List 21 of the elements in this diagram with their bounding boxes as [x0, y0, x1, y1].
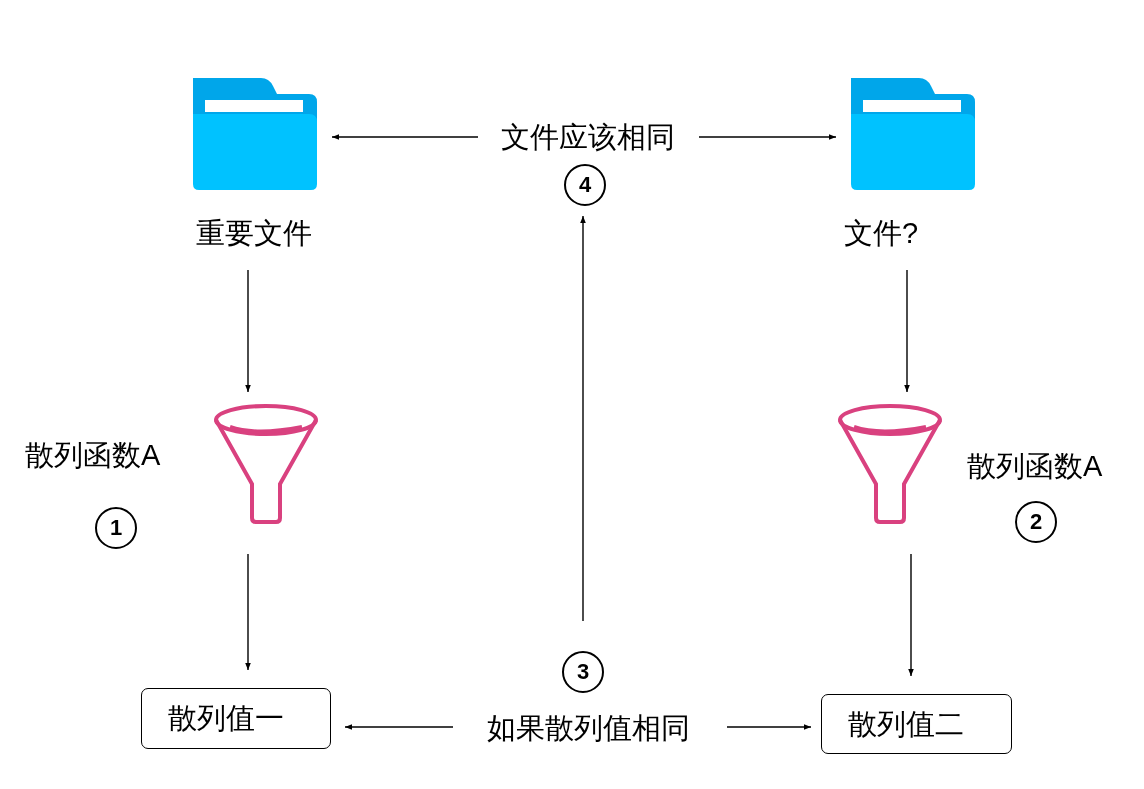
- node-label: 文件应该相同: [500, 119, 675, 155]
- arrow: [698, 134, 837, 140]
- arrow: [580, 215, 586, 622]
- arrow: [344, 724, 454, 730]
- arrow: [331, 134, 479, 140]
- arrow: [908, 553, 914, 677]
- file-caption: 文件?: [843, 216, 920, 251]
- function-label: 散列函数A: [25, 438, 161, 473]
- node-label: 如果散列值相同: [486, 710, 690, 746]
- arrow: [245, 269, 251, 393]
- step-number-circle: 2: [1015, 501, 1057, 543]
- step-number-circle: 3: [562, 651, 604, 693]
- step-number-circle: 1: [95, 507, 137, 549]
- function-label: 散列函数A: [967, 449, 1103, 484]
- value-box: 散列值二: [821, 694, 1012, 754]
- arrow: [726, 724, 812, 730]
- step-number-circle: 4: [564, 164, 606, 206]
- arrow: [245, 553, 251, 671]
- arrow: [904, 269, 910, 393]
- value-box: 散列值一: [141, 688, 331, 749]
- file-caption: 重要文件: [195, 216, 313, 251]
